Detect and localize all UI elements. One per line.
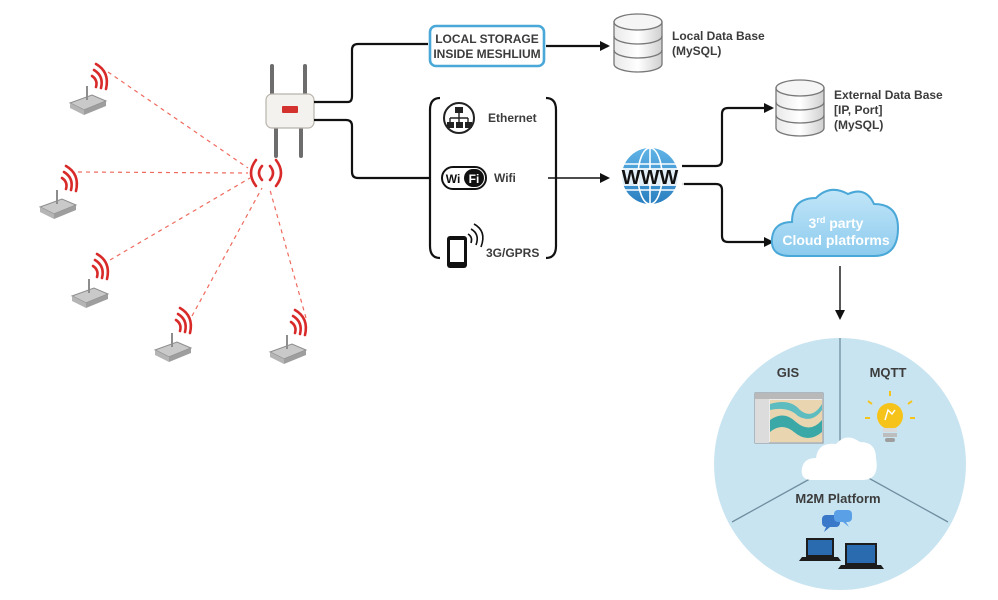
mqtt-label: MQTT: [870, 365, 907, 380]
external-database-icon: [775, 79, 825, 137]
gateway-to-storage-line: [314, 42, 428, 104]
connections-bracket-right: [545, 96, 558, 260]
sensor-node-5: [268, 308, 308, 364]
external-db-title: External Data Base: [834, 88, 943, 102]
gis-label: GIS: [777, 365, 800, 380]
gateway-signal-icon: [249, 158, 283, 188]
m2m-platform-label: M2M Platform: [795, 491, 880, 506]
local-db-subtitle: (MySQL): [672, 44, 721, 58]
local-database-icon: [613, 13, 663, 73]
meshlium-gateway-device: [265, 64, 315, 158]
radio-links: [77, 71, 307, 319]
ethernet-label: Ethernet: [488, 111, 537, 125]
cloud-line1: 3rd party: [809, 215, 864, 231]
laptop-icon-1: [799, 538, 841, 561]
wifi-label: Wifi: [494, 171, 516, 185]
wifi-logo-wi: Wi: [446, 172, 461, 186]
gis-map-icon: [754, 392, 824, 444]
sensor-node-2: [38, 164, 79, 219]
local-storage-line1: LOCAL STORAGE: [435, 32, 539, 46]
wifi-logo-fi: Fi: [469, 172, 480, 186]
sensor-node-4: [153, 306, 193, 362]
ethernet-icon: [443, 102, 475, 134]
local-storage-box: LOCAL STORAGE INSIDE MESHLIUM: [428, 24, 546, 68]
connections-bracket-left: [428, 96, 441, 260]
www-to-cloud-arrow: [682, 182, 774, 247]
lightbulb-icon: [865, 391, 915, 442]
chat-bubbles-icon: [822, 510, 852, 532]
sensor-node-3: [70, 252, 110, 308]
external-db-ip-port: [IP, Port]: [834, 103, 882, 117]
www-to-external-db-arrow: [682, 103, 774, 168]
www-label: WWW: [622, 167, 679, 189]
external-db-subtitle: (MySQL): [834, 118, 883, 132]
local-storage-line2: INSIDE MESHLIUM: [433, 47, 540, 61]
wifi-logo-icon: Wi Fi: [441, 166, 487, 190]
cloud-line2: Cloud platforms: [782, 232, 890, 248]
gateway-to-connections-line: [314, 118, 430, 180]
mobile-phone-icon: [447, 223, 484, 268]
third-party-cloud: 3rd party Cloud platforms: [770, 188, 900, 257]
platforms-circle: [714, 338, 966, 590]
laptop-icon-2: [838, 543, 884, 569]
gprs-label: 3G/GPRS: [486, 246, 539, 260]
www-globe-icon: WWW: [616, 147, 684, 205]
sensor-node-1: [68, 62, 109, 115]
local-db-title: Local Data Base: [672, 29, 765, 43]
